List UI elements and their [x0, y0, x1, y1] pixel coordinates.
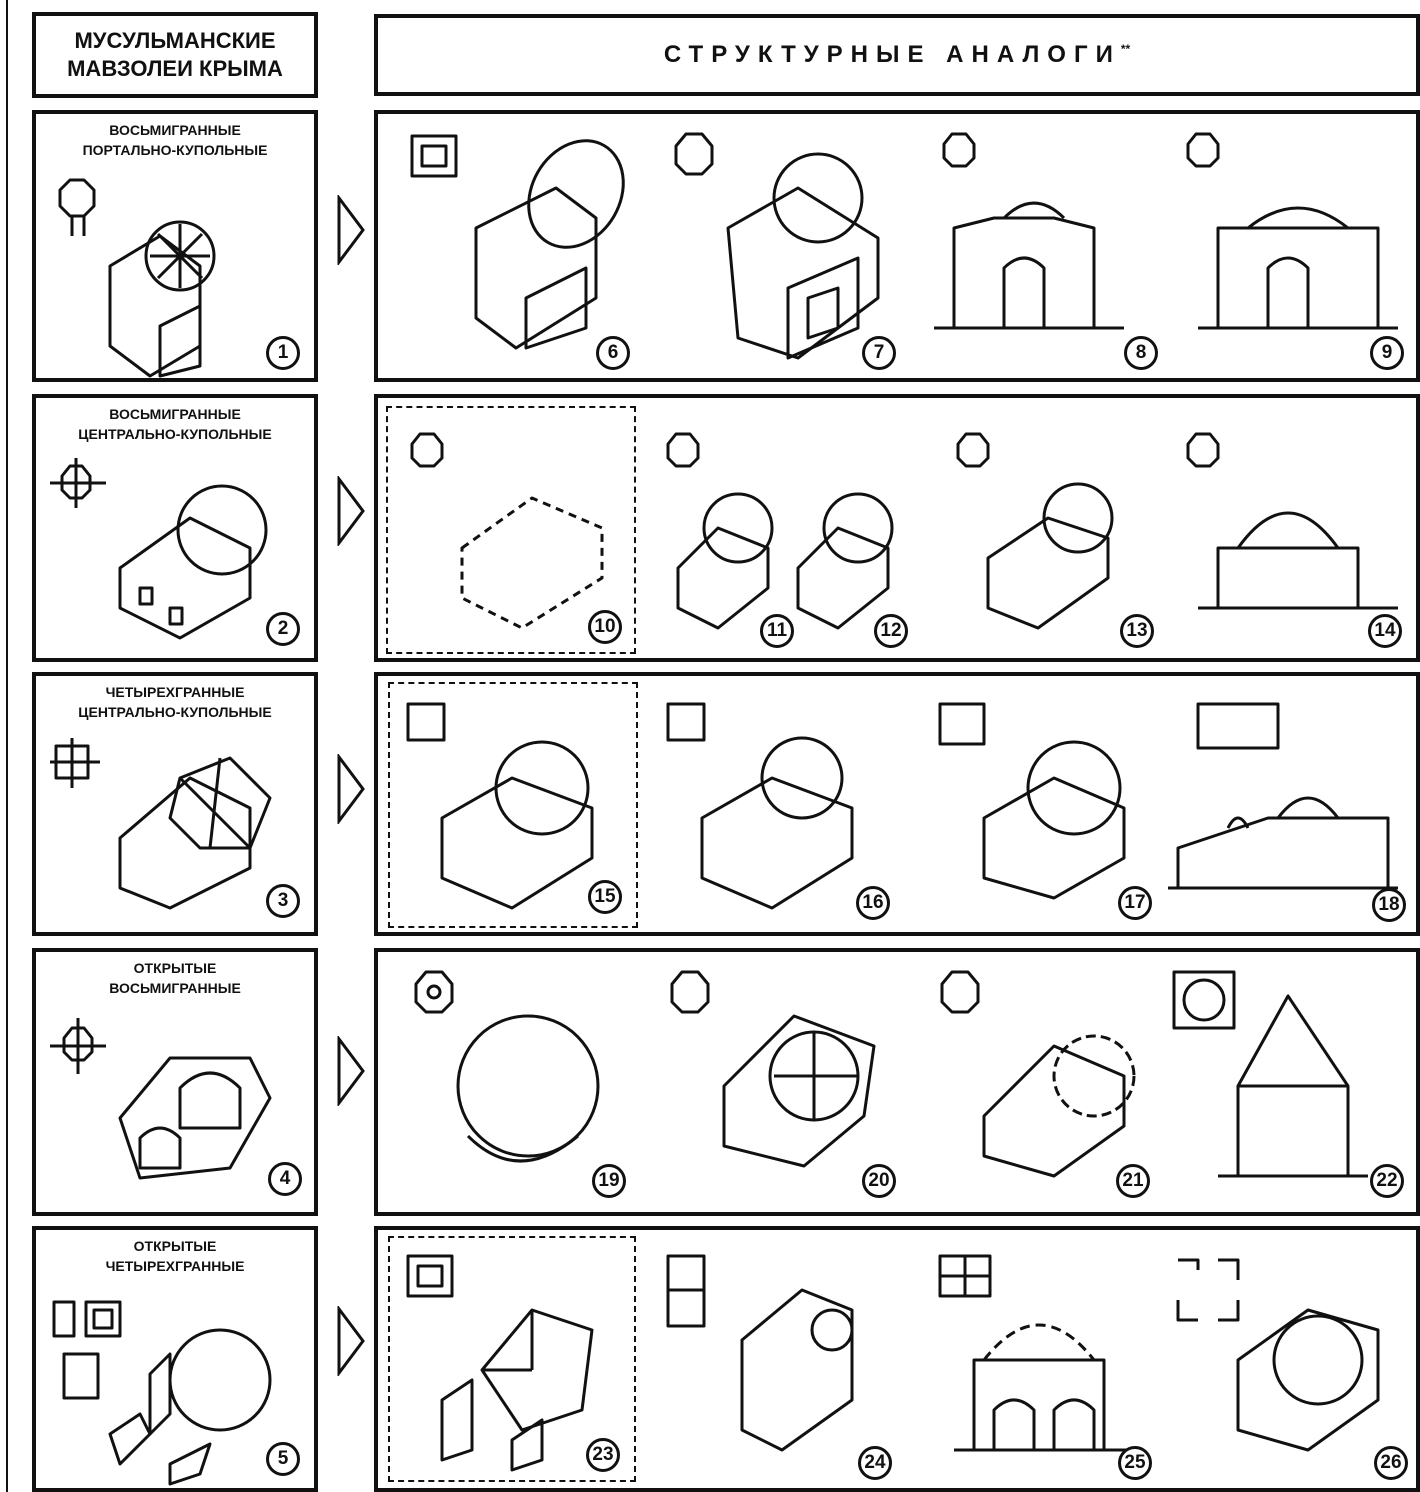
portal-facade-analog-icon	[1178, 128, 1398, 348]
square-central-dome-icon	[50, 738, 280, 918]
figure-number-10: 10	[588, 610, 622, 644]
category-4-line-1: ОТКРЫТЫЕ	[36, 958, 314, 978]
analog-row-5: 23 24 25 26	[374, 1226, 1420, 1492]
conical-tower-analog-icon	[1168, 966, 1388, 1206]
square-dome-analog-icon	[662, 698, 882, 908]
figure-number-18: 18	[1372, 888, 1406, 922]
figure-number-8: 8	[1124, 336, 1158, 370]
portal-dome-analog-icon	[668, 128, 898, 368]
domed-facade-analog-icon	[934, 1250, 1154, 1470]
open-square-analog-icon	[402, 1250, 622, 1470]
title-line-2: МАВЗОЛЕИ КРЫМА	[67, 55, 283, 83]
figure-number-22: 22	[1370, 1164, 1404, 1198]
open-square-icon	[50, 1294, 280, 1484]
figure-number-23: 23	[586, 1438, 620, 1472]
open-square-analog-icon	[662, 1250, 882, 1470]
figure-number-5: 5	[266, 1442, 300, 1476]
category-3-label: ЧЕТЫРЕХГРАННЫЕ ЦЕНТРАЛЬНО-КУПОЛЬНЫЕ	[36, 682, 314, 722]
open-octagon-icon	[50, 1018, 280, 1198]
portal-facade-analog-icon	[934, 128, 1134, 348]
category-4-label: ОТКРЫТЫЕ ВОСЬМИГРАННЫЕ	[36, 958, 314, 998]
category-4-line-2: ВОСЬМИГРАННЫЕ	[36, 978, 314, 998]
analog-row-1: 6 7 8 9	[374, 110, 1420, 382]
analog-row-2: 10 11 12 13 14	[374, 394, 1420, 662]
figure-number-13: 13	[1120, 614, 1154, 648]
figure-number-12: 12	[874, 614, 908, 648]
figure-number-21: 21	[1116, 1164, 1150, 1198]
open-square-analog-icon	[1168, 1250, 1388, 1470]
analog-row-3: 15 16 17 18	[374, 672, 1420, 936]
category-2-line-1: ВОСЬМИГРАННЫЕ	[36, 404, 314, 424]
title-line-1: МУСУЛЬМАНСКИЕ	[74, 27, 275, 55]
category-5-line-1: ОТКРЫТЫЕ	[36, 1236, 314, 1256]
arrow-right-icon	[336, 754, 366, 824]
arrow-right-icon	[336, 476, 366, 546]
octagon-portal-dome-icon	[50, 176, 240, 376]
portal-dome-analog-icon	[406, 128, 626, 368]
category-1-line-1: ВОСЬМИГРАННЫЕ	[36, 120, 314, 140]
figure-number-11: 11	[760, 614, 794, 648]
category-4: ОТКРЫТЫЕ ВОСЬМИГРАННЫЕ 4	[32, 948, 318, 1216]
domed-facade-analog-icon	[1178, 428, 1398, 638]
header-text: СТРУКТУРНЫЕ АНАЛОГИ	[664, 41, 1121, 68]
figure-number-2: 2	[266, 612, 300, 646]
header-box: СТРУКТУРНЫЕ АНАЛОГИ**	[374, 14, 1420, 96]
category-2: ВОСЬМИГРАННЫЕ ЦЕНТРАЛЬНО-КУПОЛЬНЫЕ 2	[32, 394, 318, 662]
analog-row-4: 19 20 21 22	[374, 948, 1420, 1216]
figure-number-15: 15	[588, 880, 622, 914]
category-2-label: ВОСЬМИГРАННЫЕ ЦЕНТРАЛЬНО-КУПОЛЬНЫЕ	[36, 404, 314, 444]
figure-number-19: 19	[592, 1164, 626, 1198]
category-1: ВОСЬМИГРАННЫЕ ПОРТАЛЬНО-КУПОЛЬНЫЕ 1	[32, 110, 318, 382]
octagon-central-dome-icon	[50, 458, 280, 648]
figure-number-17: 17	[1118, 886, 1152, 920]
octagon-dome-analog-icon	[658, 428, 918, 638]
figure-number-14: 14	[1368, 614, 1402, 648]
figure-number-7: 7	[862, 336, 896, 370]
category-3-line-1: ЧЕТЫРЕХГРАННЫЕ	[36, 682, 314, 702]
figure-number-6: 6	[596, 336, 630, 370]
figure-number-1: 1	[266, 336, 300, 370]
page-edge-line	[6, 0, 8, 1492]
category-1-label: ВОСЬМИГРАННЫЕ ПОРТАЛЬНО-КУПОЛЬНЫЕ	[36, 120, 314, 160]
figure-number-20: 20	[862, 1164, 896, 1198]
category-3-line-2: ЦЕНТРАЛЬНО-КУПОЛЬНЫЕ	[36, 702, 314, 722]
header-title: СТРУКТУРНЫЕ АНАЛОГИ**	[664, 41, 1130, 69]
square-dome-analog-icon	[402, 698, 622, 908]
category-3: ЧЕТЫРЕХГРАННЫЕ ЦЕНТРАЛЬНО-КУПОЛЬНЫЕ 3	[32, 672, 318, 936]
figure-number-3: 3	[266, 884, 300, 918]
category-5-label: ОТКРЫТЫЕ ЧЕТЫРЕХГРАННЫЕ	[36, 1236, 314, 1276]
figure-number-16: 16	[856, 886, 890, 920]
square-dome-analog-icon	[934, 698, 1154, 908]
title-box: МУСУЛЬМАНСКИЕ МАВЗОЛЕИ КРЫМА	[32, 12, 318, 98]
category-5: ОТКРЫТЫЕ ЧЕТЫРЕХГРАННЫЕ 5	[32, 1226, 318, 1492]
hypothetical-octagon-icon	[402, 428, 622, 638]
church-facade-analog-icon	[1168, 698, 1408, 908]
category-5-line-2: ЧЕТЫРЕХГРАННЫЕ	[36, 1256, 314, 1276]
octagon-dome-analog-icon	[948, 428, 1148, 638]
figure-number-25: 25	[1118, 1446, 1152, 1480]
category-2-line-2: ЦЕНТРАЛЬНО-КУПОЛЬНЫЕ	[36, 424, 314, 444]
figure-number-9: 9	[1370, 336, 1404, 370]
figure-number-26: 26	[1374, 1446, 1408, 1480]
arrow-right-icon	[336, 1036, 366, 1106]
arrow-right-icon	[336, 195, 366, 265]
category-1-line-2: ПОРТАЛЬНО-КУПОЛЬНЫЕ	[36, 140, 314, 160]
header-mark: **	[1121, 42, 1130, 56]
open-octagon-analog-icon	[664, 966, 884, 1206]
figure-number-24: 24	[858, 1446, 892, 1480]
arrow-right-icon	[336, 1306, 366, 1376]
figure-number-4: 4	[268, 1162, 302, 1196]
